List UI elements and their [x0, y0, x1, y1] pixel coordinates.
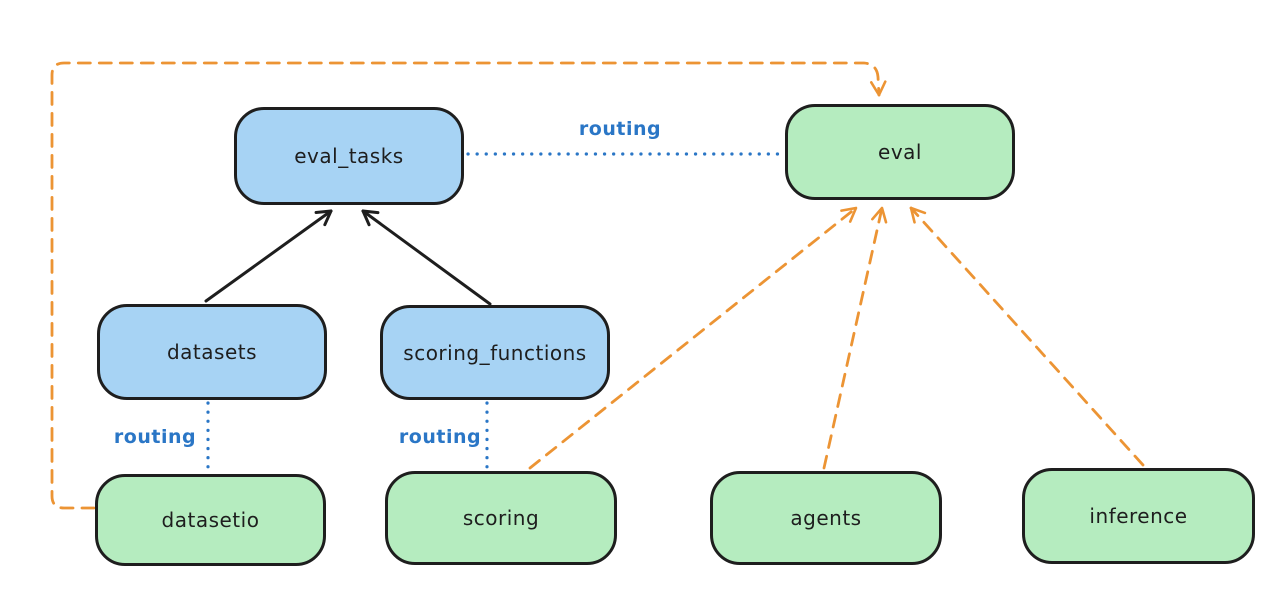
node-datasets: datasets — [97, 304, 327, 400]
edge-agents-to-eval — [822, 206, 888, 470]
node-scoring: scoring — [385, 471, 617, 565]
routing-label-scoring-functions-scoring: routing — [398, 426, 482, 448]
node-eval: eval — [785, 104, 1015, 200]
routing-label-datasets-datasetio: routing — [113, 426, 197, 448]
node-eval-tasks: eval_tasks — [234, 107, 464, 205]
node-scoring-functions-label: scoring_functions — [403, 340, 587, 365]
node-agents: agents — [710, 471, 942, 565]
edge-datasets-to-eval-tasks — [204, 209, 333, 303]
node-datasets-label: datasets — [166, 340, 258, 364]
routing-label-eval-tasks-eval: routing — [578, 118, 662, 140]
node-datasetio: datasetio — [95, 474, 326, 566]
edge-scoring-to-eval — [528, 206, 858, 470]
edge-scoring-functions-to-eval-tasks — [361, 209, 492, 306]
edge-datasetio-to-eval — [50, 61, 887, 510]
node-scoring-label: scoring — [462, 506, 540, 530]
node-eval-tasks-label: eval_tasks — [294, 144, 404, 168]
node-datasetio-label: datasetio — [161, 508, 260, 532]
node-agents-label: agents — [790, 506, 862, 530]
node-inference: inference — [1022, 468, 1255, 564]
node-scoring-functions: scoring_functions — [380, 305, 610, 400]
node-eval-label: eval — [878, 140, 922, 164]
edge-inference-to-eval — [909, 206, 1145, 467]
node-inference-label: inference — [1089, 504, 1188, 528]
